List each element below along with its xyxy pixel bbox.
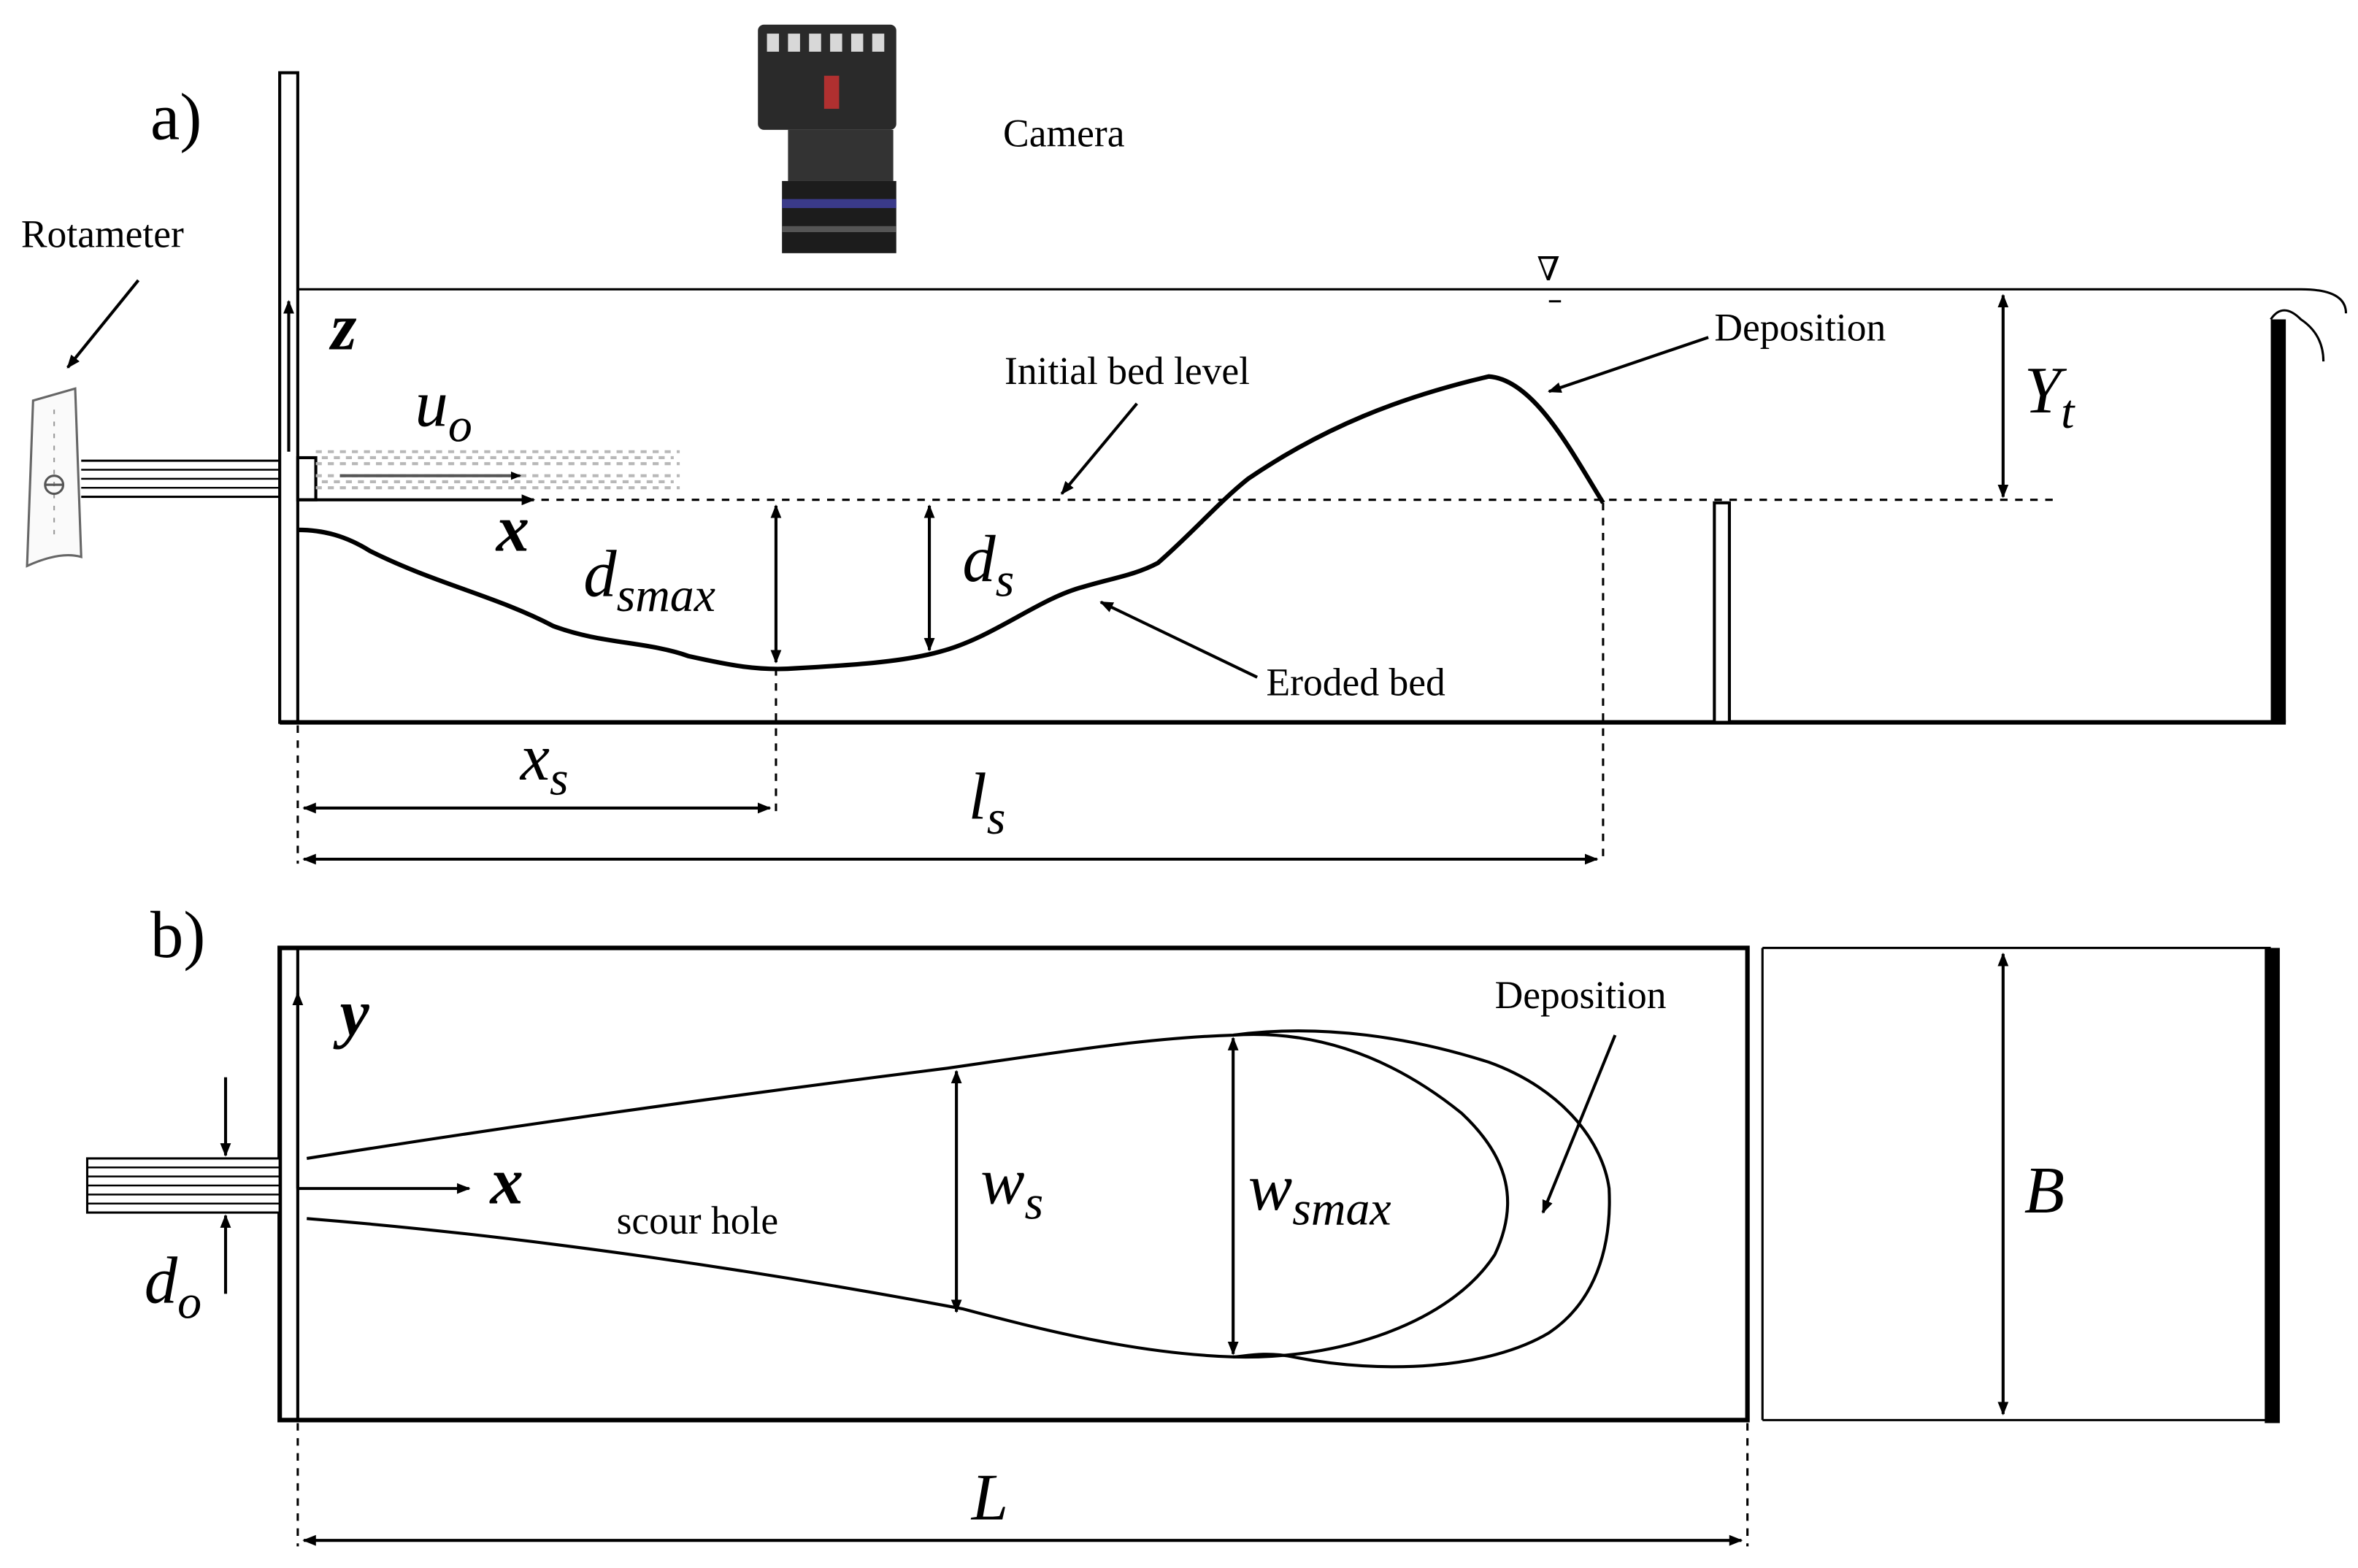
b-label: B [2024,1153,2065,1227]
yt-label: Yt [2024,353,2075,439]
z-axis-label: z [329,291,356,364]
rotameter-pointer-arrow [66,279,140,369]
panel-a-label: a) [150,80,201,153]
deposition-arrow-b [1541,1034,1617,1214]
camera-icon [758,24,896,253]
velocity-label: uo [415,367,472,453]
nozzle-a [296,456,318,501]
deposition-outline [1232,1029,1611,1369]
eroded-bed-arrow [1099,600,1259,679]
tailgate-a [2270,319,2286,723]
sill-a [1713,501,1732,724]
camera-label: Camera [1003,112,1125,155]
tailgate-b [2265,948,2280,1423]
inlet-pipe-a [81,459,280,499]
l-label: L [970,1460,1008,1534]
initial-bed-label: Initial bed level [1005,349,1250,393]
eroded-bed-label: Eroded bed [1266,660,1445,704]
inlet-pipe-b [85,1157,281,1214]
water-surface-icon: ∇ [1537,251,1562,303]
deposition-arrow-a [1547,336,1709,393]
tailgate-overflow [2270,309,2325,362]
deposition-label-a: Deposition [1714,305,1886,349]
jet-particles [315,450,680,490]
xs-label: xs [519,720,569,806]
scour-hole-label: scour hole [617,1199,779,1242]
scour-hole-outline [306,1033,1510,1359]
bed-profile [297,374,1605,672]
initial-bed-arrow [1060,402,1138,495]
rotameter-icon [26,387,82,568]
do-label: do [145,1244,201,1329]
panel-b-label: b) [150,898,205,972]
y-axis-label: y [333,976,370,1050]
panel-a-side-view: a) Camera Rotameter [21,24,2348,865]
x-axis-label-a: x [495,492,529,566]
dsmax-label: dsmax [583,537,715,623]
rotameter-label: Rotameter [21,212,184,256]
x-axis-label-b: x [489,1145,523,1218]
panel-b-plan-view: b) do y x scour hole [85,898,2280,1547]
ds-label: ds [962,522,1014,607]
deposition-label-b: Deposition [1495,973,1667,1017]
ws-label: ws [980,1145,1043,1230]
water-surface [297,288,2348,314]
svg-text:∇: ∇ [1537,251,1560,288]
wsmax-label: wsmax [1248,1150,1391,1236]
ls-label: ls [969,759,1006,845]
